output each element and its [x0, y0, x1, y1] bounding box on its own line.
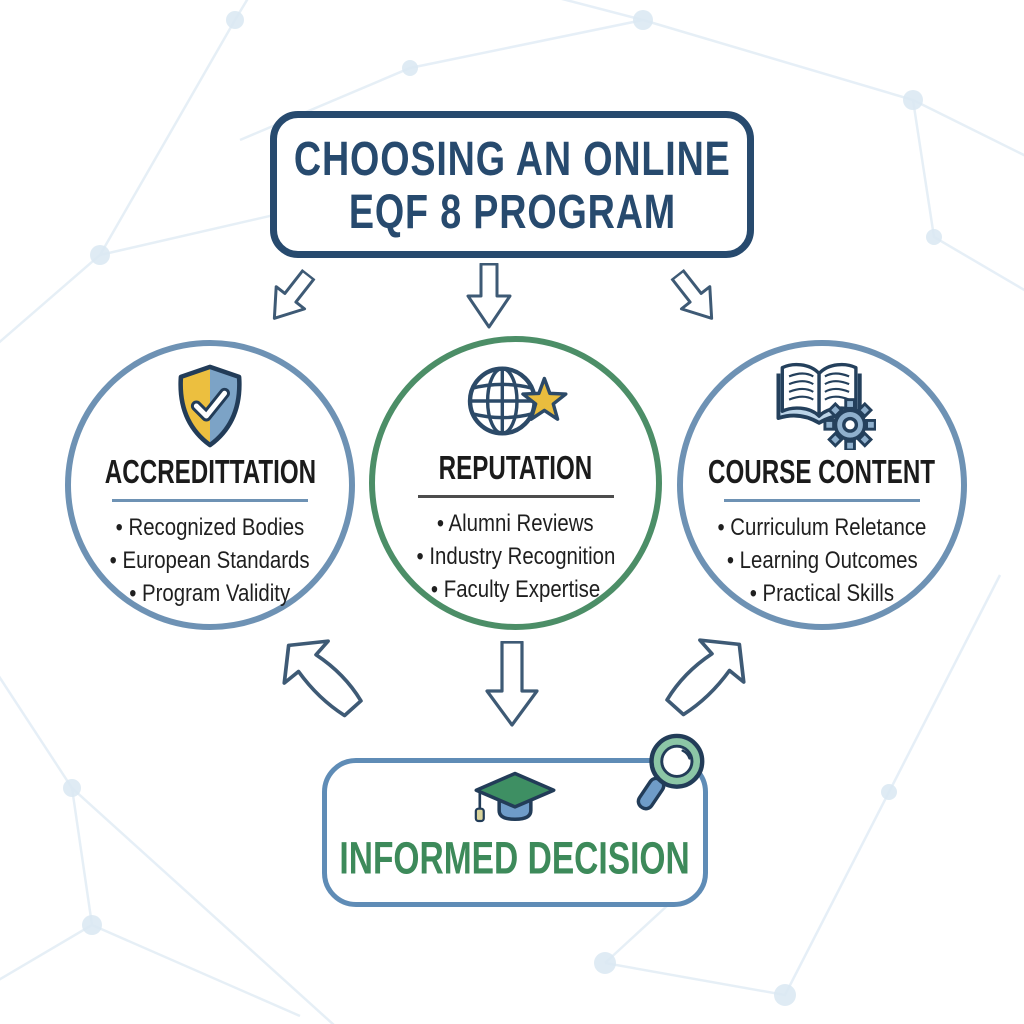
- reputation-circle: REPUTATION Alumni Reviews Industry Recog…: [369, 336, 662, 630]
- title-text-1: CHOOSING AN ONLINE: [293, 130, 731, 185]
- title-box: CHOOSING AN ONLINE EQF 8 PROGRAM: [270, 111, 754, 258]
- bullet-item: Curriculum Reletance: [699, 511, 945, 544]
- shield-check-icon: [178, 364, 242, 448]
- bullet-item: European Standards: [92, 544, 327, 577]
- reputation-icon-slot: [458, 354, 574, 446]
- bullet-item: Learning Outcomes: [699, 544, 945, 577]
- title-line-2: EQF 8 PROGRAM: [313, 183, 712, 238]
- course-content-icon-slot: [768, 358, 876, 450]
- arrow-title-to-accreditation-icon: [272, 269, 316, 320]
- globe-star-icon: [467, 366, 568, 436]
- bullet-item: Program Validity: [92, 577, 327, 610]
- course-content-bullet-list: Curriculum Reletance Learning Outcomes P…: [699, 511, 945, 610]
- title-text-2: EQF 8 PROGRAM: [348, 183, 676, 238]
- course-content-heading: COURSE CONTENT: [708, 452, 936, 491]
- informed-decision-label: INFORMED DECISION: [339, 833, 691, 885]
- accreditation-heading: ACCREDITTATION: [104, 452, 316, 491]
- bullet-item: Recognized Bodies: [92, 511, 327, 544]
- arrow-curved-up-right-icon: [665, 638, 746, 717]
- bullet-item: Alumni Reviews: [399, 507, 633, 540]
- heading-divider: [417, 495, 614, 498]
- course-content-circle: COURSE CONTENT Curriculum Reletance Lear…: [677, 340, 967, 630]
- arrow-title-to-course-content-icon: [670, 269, 714, 320]
- accreditation-bullet-list: Recognized Bodies European Standards Pro…: [92, 511, 327, 610]
- heading-divider: [724, 499, 920, 502]
- reputation-heading: REPUTATION: [438, 448, 593, 487]
- heading-divider: [112, 499, 308, 502]
- reputation-bullet-list: Alumni Reviews Industry Recognition Facu…: [399, 507, 633, 606]
- graduation-cap-icon: [474, 771, 556, 823]
- bullet-item: Industry Recognition: [399, 540, 633, 573]
- accreditation-icon-slot: [170, 358, 250, 450]
- title-line-1: CHOOSING AN ONLINE: [246, 130, 779, 185]
- arrow-title-to-reputation-icon: [466, 263, 512, 329]
- book-gear-icon: [776, 362, 876, 450]
- arrow-reputation-to-decision-icon: [485, 641, 539, 727]
- bullet-item: Practical Skills: [699, 577, 945, 610]
- magnifier-icon: [636, 733, 705, 811]
- gear-icon: [823, 398, 876, 450]
- accreditation-circle: ACCREDITTATION Recognized Bodies Europea…: [65, 340, 355, 630]
- arrow-curved-up-left-icon: [282, 639, 363, 718]
- informed-decision-box: INFORMED DECISION: [322, 758, 708, 907]
- bullet-item: Faculty Expertise: [399, 573, 633, 606]
